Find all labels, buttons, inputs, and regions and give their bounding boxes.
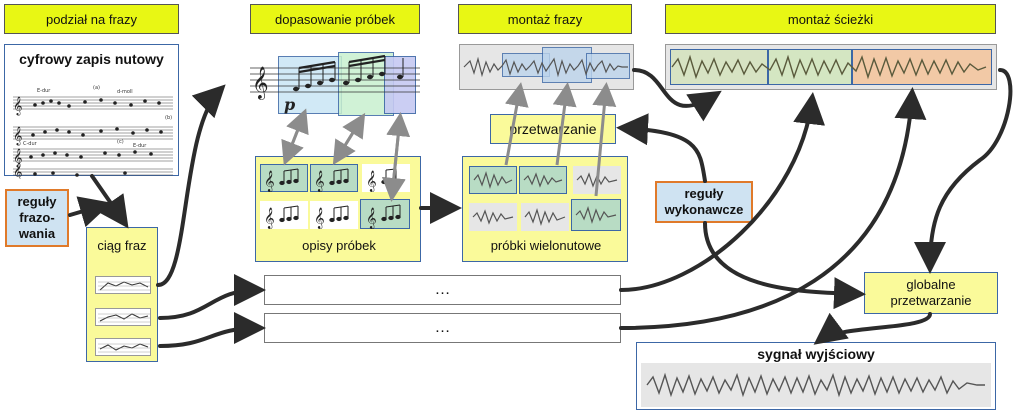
digital-score-box: cyfrowy zapis nutowy 𝄞𝄞𝄞𝄞 E-dur (a) d-mo… (4, 44, 179, 179)
svg-text:(c): (c) (117, 139, 124, 145)
phrase-thumb (95, 338, 151, 356)
svg-text:𝄞: 𝄞 (264, 171, 275, 192)
svg-text:𝄞: 𝄞 (252, 66, 269, 100)
multinote-samples-label: próbki wielonutowe (490, 237, 602, 253)
phrase-thumb (95, 308, 151, 326)
phrase-sequence-label: ciąg fraz (97, 238, 147, 253)
sample-wave-thumb (469, 166, 517, 194)
placeholder-track-1: … (264, 275, 621, 305)
output-waveform (641, 363, 991, 407)
svg-text:(b): (b) (165, 115, 172, 121)
sample-descriptions-label: opisy próbek (302, 237, 376, 253)
global-processing-box: globalne przetwarzanie (864, 272, 998, 314)
sample-wave-thumb (573, 166, 621, 194)
svg-text:p: p (284, 95, 295, 114)
header-track-montage: montaż ścieżki (665, 4, 996, 34)
score-notation: 𝄞𝄞𝄞𝄞 E-dur (a) d-moll (b) C-dur (c) E-du… (13, 85, 173, 179)
svg-text:𝄞: 𝄞 (13, 162, 22, 179)
phrase-sequence-box: ciąg fraz (86, 227, 158, 362)
svg-text:C-dur: C-dur (23, 141, 38, 147)
svg-text:E-dur: E-dur (133, 143, 147, 149)
sample-wave-thumb (521, 203, 569, 231)
svg-text:E-dur: E-dur (37, 88, 51, 94)
header-phrase-split: podział na frazy (4, 4, 179, 34)
header-phrase-montage: montaż frazy (458, 4, 632, 34)
sample-region-3 (384, 56, 416, 114)
svg-text:(a): (a) (93, 85, 100, 91)
phrase-montage-strip (459, 44, 634, 90)
svg-text:𝄞: 𝄞 (264, 208, 275, 229)
svg-text:𝄞: 𝄞 (314, 208, 325, 229)
sample-wave-thumb (519, 166, 567, 194)
digital-score-title: cyfrowy zapis nutowy (19, 51, 164, 67)
matched-staff: 𝄞 p (248, 52, 423, 118)
sample-wave-thumb (571, 199, 621, 231)
svg-text:𝄞: 𝄞 (366, 171, 377, 192)
sample-wave-thumb (469, 203, 517, 231)
svg-text:𝄞: 𝄞 (13, 126, 22, 146)
performance-rules-box: reguły wykonawcze (655, 181, 753, 223)
svg-text:𝄞: 𝄞 (314, 171, 325, 192)
sample-descriptions-box: 𝄞 𝄞 𝄞 𝄞 𝄞 𝄞 opisy próbek (255, 156, 421, 262)
phrasing-rules-box: reguły frazo- wania (5, 189, 69, 247)
svg-text:𝄞: 𝄞 (13, 148, 22, 168)
phrase-thumb (95, 276, 151, 294)
output-signal-title: sygnał wyjściowy (757, 346, 875, 362)
output-signal-box: sygnał wyjściowy (636, 342, 996, 410)
placeholder-track-2: … (264, 313, 621, 343)
processing-box: przetwarzanie (490, 114, 616, 144)
multinote-samples-box: próbki wielonutowe (462, 156, 628, 262)
phrase-segment-3 (586, 53, 630, 79)
svg-text:d-moll: d-moll (117, 89, 133, 95)
header-sample-match: dopasowanie próbek (250, 4, 420, 34)
svg-text:𝄞: 𝄞 (13, 96, 22, 116)
svg-text:𝄞: 𝄞 (366, 208, 377, 229)
track-montage-strip (665, 44, 997, 90)
